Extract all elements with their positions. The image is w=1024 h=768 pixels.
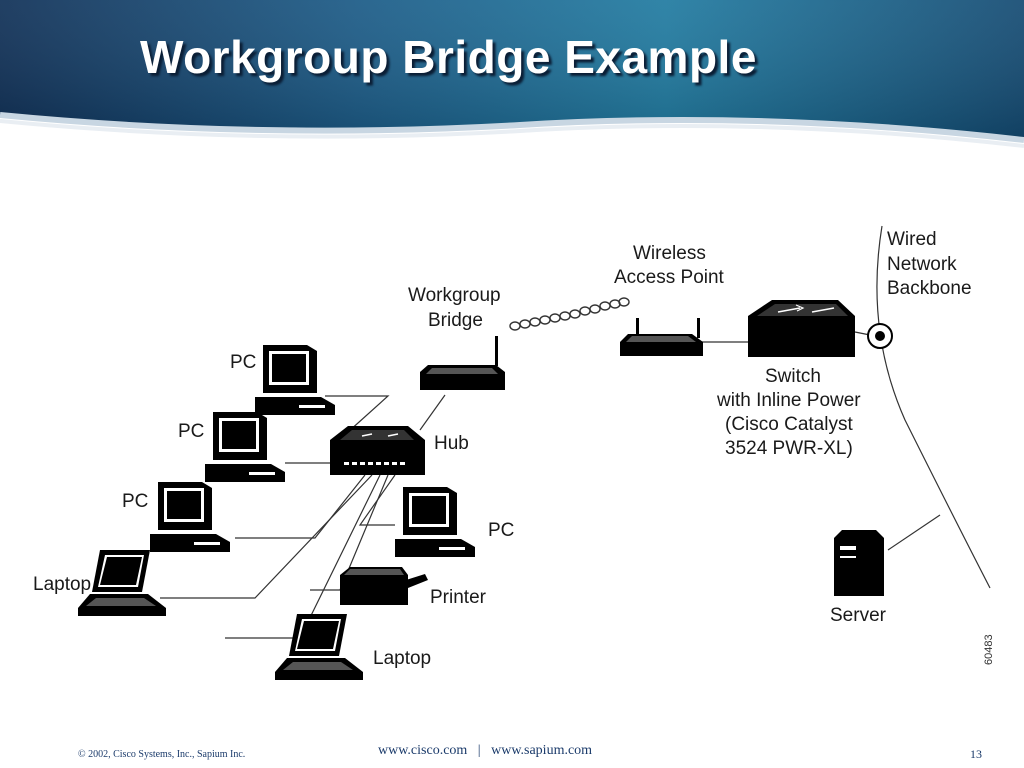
- header-background: [0, 0, 1024, 148]
- label-laptop-1: Laptop: [33, 574, 91, 595]
- backbone-cable: [876, 225, 991, 589]
- link-pc4-hub: [358, 474, 396, 526]
- footer-links: www.cisco.com | www.sapium.com: [378, 743, 593, 758]
- link-pc3-hub: [235, 474, 366, 539]
- laptop-1-icon: [78, 550, 166, 616]
- slide-title: Workgroup Bridge Example: [140, 31, 757, 83]
- link-server-backbone: [887, 514, 941, 551]
- label-access-point-line2: Access Point: [614, 267, 725, 288]
- label-backbone-line3: Backbone: [887, 278, 972, 299]
- label-pc-2: PC: [178, 421, 204, 442]
- label-pc-4: PC: [488, 520, 514, 541]
- label-printer: Printer: [430, 587, 487, 608]
- label-pc-1: PC: [230, 352, 256, 373]
- laptop-2-icon: [275, 614, 363, 680]
- pc-1-icon: [255, 345, 335, 415]
- label-pc-3: PC: [122, 491, 148, 512]
- label-switch-line3: (Cisco Catalyst: [725, 414, 853, 435]
- wireless-link: [509, 297, 630, 331]
- label-server: Server: [830, 605, 887, 626]
- wireless-access-point-icon: [620, 318, 703, 356]
- label-access-point-line1: Wireless: [633, 243, 706, 264]
- link-bridge-hub: [419, 394, 446, 431]
- label-hub: Hub: [434, 433, 469, 454]
- label-switch-line4: 3524 PWR-XL): [725, 438, 853, 459]
- link-laptop1-hub: [160, 474, 373, 599]
- figure-code: 60483: [983, 634, 995, 665]
- label-workgroup-bridge-line1: Workgroup: [408, 285, 501, 306]
- label-switch-line2: with Inline Power: [716, 390, 861, 411]
- link-pc1-hub: [325, 395, 390, 433]
- label-backbone-line1: Wired: [887, 229, 937, 250]
- pc-2-icon: [205, 412, 285, 482]
- workgroup-bridge-icon: [420, 336, 505, 390]
- link-laptop2-hub: [225, 474, 381, 639]
- backbone-node-icon: [867, 323, 893, 349]
- switch-icon: [748, 300, 855, 357]
- pc-4-icon: [395, 487, 475, 557]
- pc-3-icon: [150, 482, 230, 552]
- hub-icon: [330, 426, 425, 475]
- label-laptop-2: Laptop: [373, 648, 431, 669]
- header-banner: [0, 0, 1024, 175]
- label-switch-line1: Switch: [765, 366, 821, 387]
- page-number: 13: [970, 747, 982, 761]
- label-backbone-line2: Network: [887, 254, 957, 275]
- label-workgroup-bridge-line2: Bridge: [428, 310, 483, 331]
- footer-copyright: © 2002, Cisco Systems, Inc., Sapium Inc.: [78, 749, 246, 760]
- server-icon: [834, 530, 884, 596]
- printer-icon: [340, 567, 428, 605]
